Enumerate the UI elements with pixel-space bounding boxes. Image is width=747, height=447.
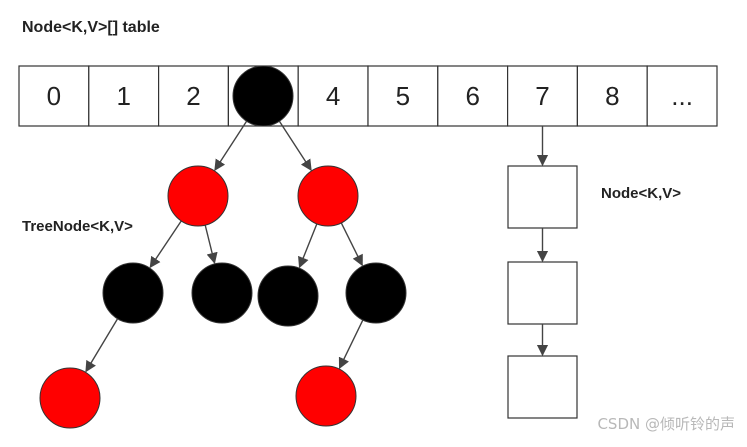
table-cell bbox=[297, 65, 369, 127]
tree-edge-arrow bbox=[298, 223, 318, 269]
linked-list bbox=[507, 126, 578, 419]
list-node-box bbox=[507, 165, 578, 229]
tree-edge-arrow bbox=[85, 318, 119, 373]
list-node-box bbox=[507, 261, 578, 325]
table-cell bbox=[18, 65, 90, 127]
table-cell bbox=[367, 65, 439, 127]
black-tree-node bbox=[232, 65, 294, 127]
black-tree-node bbox=[257, 265, 319, 327]
slot-index: 2 bbox=[186, 81, 200, 111]
table-cell bbox=[576, 65, 648, 127]
red-tree-node bbox=[39, 367, 101, 429]
slot-index: 5 bbox=[396, 81, 410, 111]
watermark: CSDN @倾听铃的声 bbox=[597, 415, 735, 433]
black-tree-node bbox=[102, 262, 164, 324]
tree-edge-arrow bbox=[204, 224, 218, 264]
tree-edge-arrow bbox=[340, 222, 363, 267]
tree-nodes bbox=[39, 65, 407, 429]
tree-edge-arrow bbox=[149, 220, 182, 269]
slot-index: 7 bbox=[535, 81, 549, 111]
node-label: Node<K,V> bbox=[601, 185, 682, 202]
table-array: 0 1 2 4 5 6 7 8... bbox=[18, 65, 718, 127]
tree-edges bbox=[85, 120, 364, 373]
tree-edge-arrow bbox=[338, 319, 364, 370]
slot-index: 0 bbox=[47, 81, 61, 111]
treenode-label: TreeNode<K,V> bbox=[22, 218, 133, 235]
slot-index: 8 bbox=[605, 81, 619, 111]
slot-index: 6 bbox=[465, 81, 479, 111]
slot-index: ... bbox=[671, 81, 693, 111]
table-cell bbox=[88, 65, 160, 127]
slot-index: 1 bbox=[116, 81, 130, 111]
red-tree-node bbox=[167, 165, 229, 227]
list-node-box bbox=[507, 355, 578, 419]
tree-edge-arrow bbox=[278, 120, 312, 171]
slot-index: 4 bbox=[326, 81, 340, 111]
red-tree-node bbox=[297, 165, 359, 227]
black-tree-node bbox=[345, 262, 407, 324]
black-tree-node bbox=[191, 262, 253, 324]
table-cell bbox=[158, 65, 230, 127]
table-cell bbox=[646, 65, 718, 127]
table-title: Node<K,V>[] table bbox=[22, 19, 160, 36]
red-tree-node bbox=[295, 365, 357, 427]
tree-edge-arrow bbox=[214, 120, 248, 171]
